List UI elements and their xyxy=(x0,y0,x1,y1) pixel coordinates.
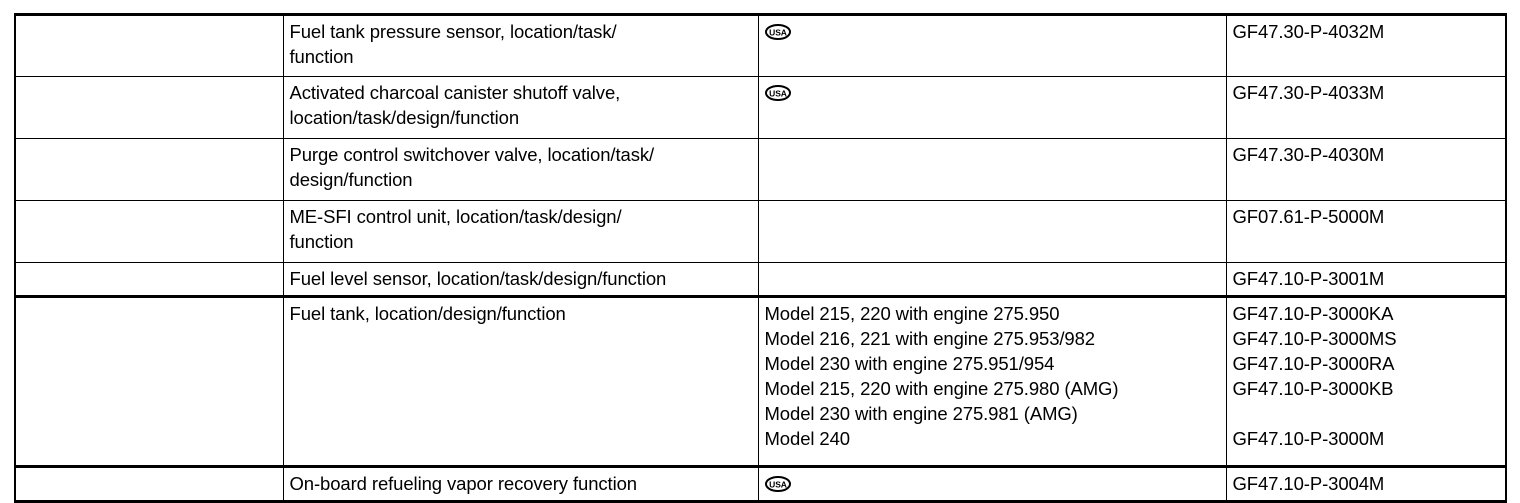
cell-document-code: GF47.30-P-4030M xyxy=(1225,138,1507,201)
svg-text:USA: USA xyxy=(769,89,787,99)
cell-blank xyxy=(14,295,284,467)
document-code: GF47.10-P-3000M xyxy=(1232,428,1385,449)
document-code: GF47.10-P-3000KA xyxy=(1232,303,1394,324)
document-code: GF47.30-P-4032M xyxy=(1232,21,1385,42)
cell-applicability: USA xyxy=(757,13,1227,77)
table-row: Purge control switchover valve, location… xyxy=(14,138,1507,201)
cell-applicability xyxy=(757,200,1227,263)
table-row: Fuel tank pressure sensor, location/task… xyxy=(14,13,1507,77)
cell-document-code: GF47.30-P-4033M xyxy=(1225,76,1507,139)
document-code: GF47.10-P-3004M xyxy=(1232,473,1385,494)
cell-document-code: GF07.61-P-5000M xyxy=(1225,200,1507,263)
cell-document-code: GF47.30-P-4032M xyxy=(1225,13,1507,77)
cell-description: ME-SFI control unit, location/task/desig… xyxy=(282,200,759,263)
document-code-list: GF47.10-P-3000KA GF47.10-P-3000MS GF47.10-… xyxy=(1233,301,1500,451)
usa-badge-icon: USA xyxy=(764,85,791,101)
cell-blank xyxy=(14,465,284,503)
cell-blank xyxy=(14,138,284,201)
description-text: ME-SFI control unit, location/task/desig… xyxy=(289,206,622,252)
document-code-list: GF47.30-P-4030M xyxy=(1233,142,1500,167)
cell-applicability xyxy=(757,262,1227,297)
cell-applicability: USA xyxy=(757,465,1227,503)
document-code: GF47.10-P-3000MS xyxy=(1232,328,1397,349)
table-row: Activated charcoal canister shutoff valv… xyxy=(14,76,1507,139)
service-reference-table: Fuel tank pressure sensor, location/task… xyxy=(14,13,1507,503)
cell-blank xyxy=(14,76,284,139)
description-text: Fuel tank pressure sensor, location/task… xyxy=(289,21,617,67)
model-line: Model 230 with engine 275.951/954 xyxy=(764,353,1055,374)
table-row: ME-SFI control unit, location/task/desig… xyxy=(14,200,1507,263)
description-text: Purge control switchover valve, location… xyxy=(289,144,655,190)
document-code: GF47.10-P-3001M xyxy=(1232,268,1385,289)
svg-text:USA: USA xyxy=(769,480,787,490)
cell-applicability xyxy=(757,138,1227,201)
description-text: Activated charcoal canister shutoff valv… xyxy=(289,82,621,128)
document-code-list: GF07.61-P-5000M xyxy=(1233,204,1500,229)
document-code: GF47.30-P-4033M xyxy=(1232,82,1385,103)
svg-text:USA: USA xyxy=(769,28,787,38)
document-code-list: GF47.30-P-4032M xyxy=(1233,19,1500,44)
usa-badge-icon: USA xyxy=(764,476,791,492)
table-row: On-board refueling vapor recovery functi… xyxy=(14,465,1507,503)
model-line: Model 240 xyxy=(764,428,851,449)
document-code: GF47.10-P-3000KB xyxy=(1232,378,1394,399)
document-code: GF07.61-P-5000M xyxy=(1232,206,1385,227)
document-code xyxy=(1233,401,1500,426)
cell-blank xyxy=(14,13,284,77)
cell-description: On-board refueling vapor recovery functi… xyxy=(282,465,759,503)
description-text: Fuel tank, location/design/function xyxy=(289,303,566,324)
cell-description: Fuel level sensor, location/task/design/… xyxy=(282,262,759,297)
description-text: Fuel level sensor, location/task/design/… xyxy=(289,268,667,289)
cell-description: Fuel tank pressure sensor, location/task… xyxy=(282,13,759,77)
document-code-list: GF47.10-P-3004M xyxy=(1233,471,1500,496)
cell-document-code: GF47.10-P-3004M xyxy=(1225,465,1507,503)
model-line: Model 215, 220 with engine 275.950 xyxy=(764,303,1060,324)
cell-description: Activated charcoal canister shutoff valv… xyxy=(282,76,759,139)
cell-document-code: GF47.10-P-3001M xyxy=(1225,262,1507,297)
usa-badge-icon: USA xyxy=(764,24,791,40)
document-code-list: GF47.10-P-3001M xyxy=(1233,266,1500,291)
table-body: Fuel tank pressure sensor, location/task… xyxy=(14,13,1507,503)
cell-applicability: USA xyxy=(757,76,1227,139)
document-code: GF47.30-P-4030M xyxy=(1232,144,1385,165)
model-line: Model 230 with engine 275.981 (AMG) xyxy=(764,403,1078,424)
cell-description: Fuel tank, location/design/function xyxy=(282,295,759,467)
document-code-list: GF47.30-P-4033M xyxy=(1233,80,1500,105)
table-row: Fuel level sensor, location/task/design/… xyxy=(14,262,1507,297)
model-line: Model 215, 220 with engine 275.980 (AMG) xyxy=(764,378,1119,399)
model-line: Model 216, 221 with engine 275.953/982 xyxy=(764,328,1096,349)
cell-blank xyxy=(14,200,284,263)
cell-document-code: GF47.10-P-3000KA GF47.10-P-3000MS GF47.10-… xyxy=(1225,295,1507,467)
description-text: On-board refueling vapor recovery functi… xyxy=(289,473,638,494)
document-code: GF47.10-P-3000RA xyxy=(1232,353,1395,374)
cell-description: Purge control switchover valve, location… xyxy=(282,138,759,201)
cell-blank xyxy=(14,262,284,297)
